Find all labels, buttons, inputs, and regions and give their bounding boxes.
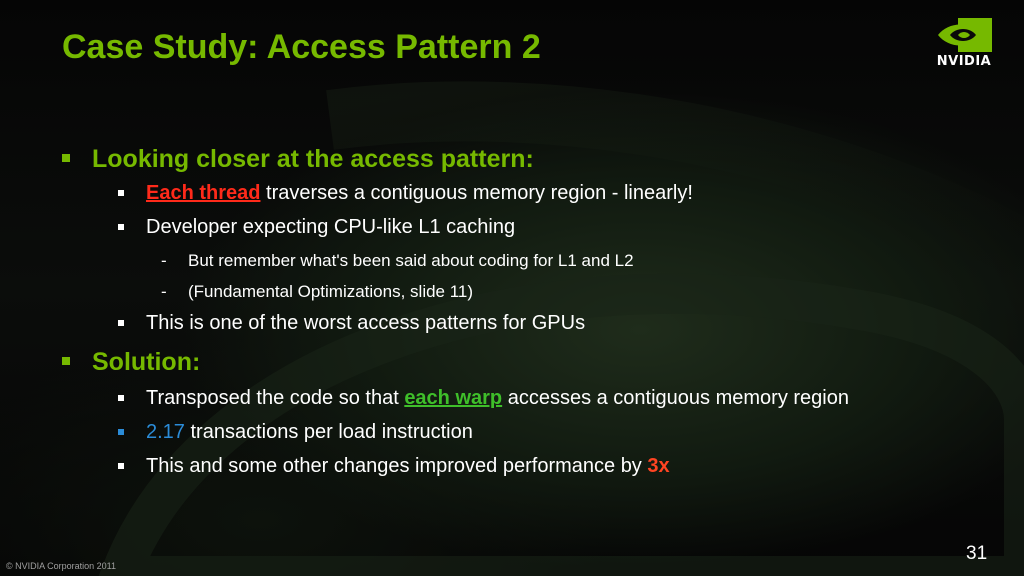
bullet-text-pre: Transposed the code so that <box>146 387 405 409</box>
square-bullet-icon <box>118 320 124 326</box>
logo-wordmark: NVIDIA <box>936 54 992 69</box>
square-bullet-icon <box>62 357 70 365</box>
bullet-text: This is one of the worst access patterns… <box>146 312 586 334</box>
sub-bullet-text: (Fundamental Optimizations, slide 11) <box>188 282 474 301</box>
bullet-text: transactions per load instruction <box>184 421 473 443</box>
highlight-transactions-value: 2.17 <box>146 421 185 443</box>
square-bullet-icon <box>118 190 124 196</box>
bullet-cpu-caching: Developer expecting CPU-like L1 caching <box>118 216 516 239</box>
square-bullet-icon <box>118 224 124 230</box>
dash-bullet-icon: - <box>161 251 167 270</box>
bullet-text: This and some other changes improved per… <box>146 455 648 477</box>
highlight-each-thread: Each thread <box>146 182 261 204</box>
bullet-text: traverses a contiguous memory region - l… <box>260 182 693 204</box>
sub-bullet-reference: - (Fundamental Optimizations, slide 11) <box>161 282 474 302</box>
sub-bullet-remember: - But remember what's been said about co… <box>161 251 634 271</box>
nvidia-logo: NVIDIA <box>924 18 1004 78</box>
dash-bullet-icon: - <box>161 282 167 301</box>
highlight-each-warp: each warp <box>404 387 503 409</box>
heading-text: Solution: <box>92 348 201 376</box>
bullet-heading-solution: Solution: <box>62 348 201 377</box>
bullet-transposed: Transposed the code so that each warp ac… <box>118 387 849 410</box>
bullet-worst-pattern: This is one of the worst access patterns… <box>118 312 586 335</box>
bullet-transactions: 2.17 transactions per load instruction <box>118 421 473 444</box>
square-bullet-icon <box>118 429 124 435</box>
square-bullet-icon <box>118 463 124 469</box>
square-bullet-icon <box>118 395 124 401</box>
page-number: 31 <box>966 543 988 564</box>
copyright-footer: © NVIDIA Corporation 2011 <box>6 561 117 571</box>
heading-text: Looking closer at the access pattern: <box>92 145 534 173</box>
sub-bullet-text: But remember what's been said about codi… <box>188 251 634 270</box>
bullet-each-thread: Each thread traverses a contiguous memor… <box>118 182 693 205</box>
square-bullet-icon <box>62 154 70 162</box>
bullet-performance: This and some other changes improved per… <box>118 455 670 478</box>
bullet-heading-access-pattern: Looking closer at the access pattern: <box>62 145 534 174</box>
bullet-text: Developer expecting CPU-like L1 caching <box>146 216 516 238</box>
highlight-speedup: 3x <box>647 455 670 477</box>
slide-title: Case Study: Access Pattern 2 <box>62 28 541 66</box>
bullet-text-post: accesses a contiguous memory region <box>502 387 849 409</box>
nvidia-eye-icon <box>938 18 992 52</box>
